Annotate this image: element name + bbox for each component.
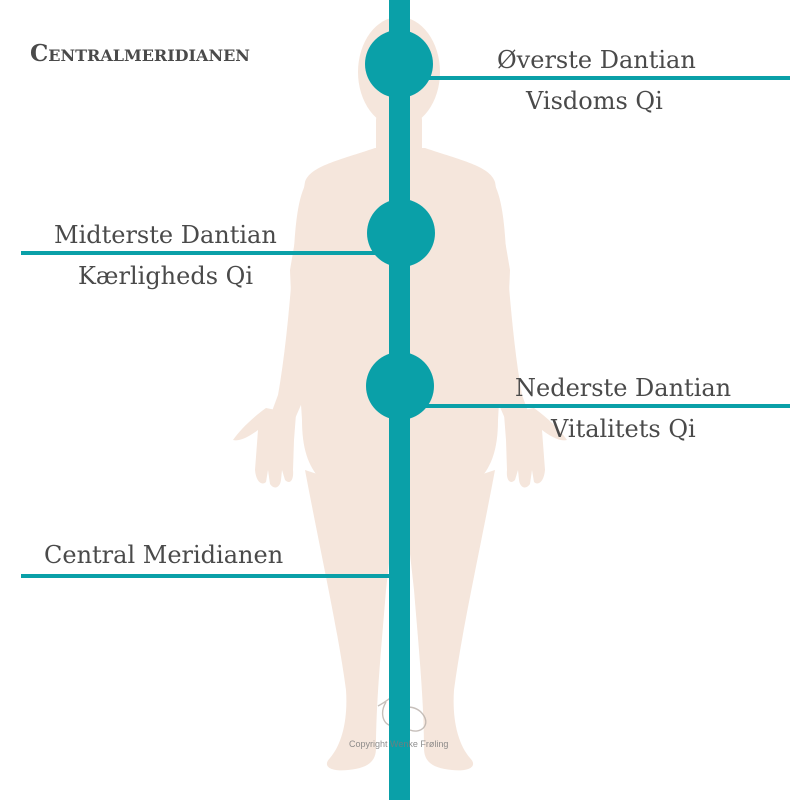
right-arm [478,176,532,430]
copyright-text: Copyright Wenke Frøling [349,739,449,749]
middle-pointer-line [21,251,391,255]
middle-dantian-label: Midterste Dantian [54,221,277,249]
middle-qi-label: Kærligheds Qi [78,262,253,290]
left-leg [305,470,396,771]
right-hand [504,408,567,488]
pointer-lines [21,76,790,578]
lower-pointer-line [420,404,790,408]
lower-qi-label: Vitalitets Qi [551,415,696,443]
left-arm [268,176,322,430]
upper-dantian-circle [365,30,433,98]
upper-qi-label: Visdoms Qi [526,87,663,115]
diagram-title: Centralmeridianen [30,40,250,67]
lower-dantian-circle [366,352,434,420]
upper-pointer-line [420,76,790,80]
lower-dantian-label: Nederste Dantian [515,374,732,402]
left-hand [233,408,296,488]
middle-dantian-circle [367,199,435,267]
central-meridian-label: Central Meridianen [44,541,284,569]
right-leg [404,470,495,771]
central-pointer-line [21,574,391,578]
upper-dantian-label: Øverste Dantian [497,46,696,74]
